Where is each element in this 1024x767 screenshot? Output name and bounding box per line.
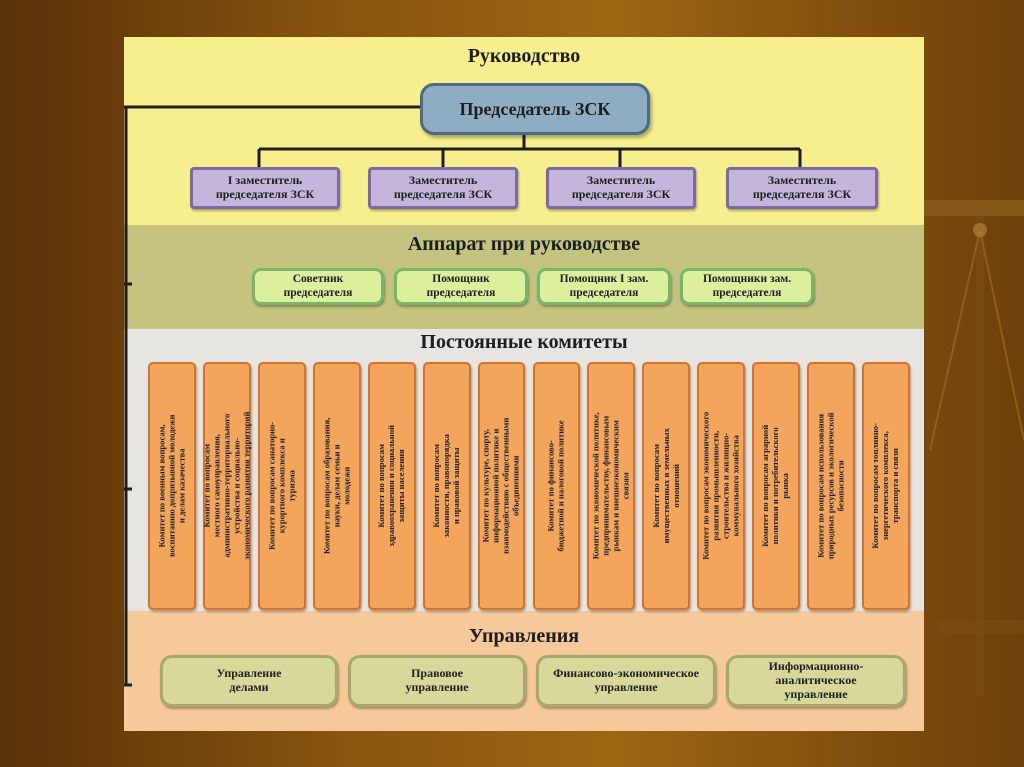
deputy-line1: I заместитель [227, 173, 303, 188]
committee-label: Комитет по военным вопросам,воспитанию д… [156, 414, 187, 558]
committee-box: Комитет по экономической политике,предпр… [587, 362, 636, 610]
department-line3: управление [784, 686, 848, 701]
committee-label: Комитет по культуре, спорту,информационн… [481, 418, 522, 554]
committee-box: Комитет по военным вопросам,воспитанию д… [148, 362, 196, 610]
section-title-departments: Управления [468, 625, 580, 647]
committee-box: Комитет по финансово-бюджетной и налогов… [532, 362, 581, 610]
committee-label-line: бюджетной и налоговой политике [555, 420, 566, 552]
committee-label-line: курортного комплекса и [275, 438, 286, 534]
department-line2: управление [405, 680, 469, 694]
committee-label-line: безопасности [835, 460, 846, 512]
committee-label-line: транспорта и связи [889, 448, 900, 524]
department-line1: Управление [216, 666, 282, 681]
apparatus-line2: председателя [712, 286, 782, 299]
deputy-line1: Заместитель [408, 173, 478, 188]
committee-label-line: и правовой защиты [450, 447, 461, 525]
connector-lines [124, 105, 802, 687]
apparatus-box: Помощники зам.председателя [680, 268, 814, 305]
deputy-line1: Заместитель [586, 173, 656, 188]
committee-label-line: устройства и социально- [230, 437, 241, 535]
department-line1: Правовое [411, 666, 463, 681]
committee-label-line: административно-территориального [220, 414, 231, 558]
committee-label-line: объединениями [510, 455, 521, 517]
deputy-line1: Заместитель [767, 173, 837, 188]
committee-label-line: рынка [780, 473, 791, 499]
committee-box: Комитет по вопросам санаторно-курортного… [257, 362, 306, 610]
committee-box: Комитет по вопросам топливно-энергетичес… [862, 362, 910, 610]
committee-label-line: воспитанию допризывной молодежи [166, 414, 177, 558]
committee-label: Комитет по вопросам санаторно-курортного… [266, 422, 297, 550]
org-chart: Руководство Аппарат при руководстве Пост… [124, 37, 924, 731]
apparatus-line1: Помощник I зам. [559, 273, 649, 286]
committee-box: Комитет по культуре, спорту,информационн… [477, 362, 526, 610]
apparatus-line1: Помощники зам. [702, 273, 792, 286]
apparatus-line2: председателя [283, 286, 353, 299]
committee-label-line: защиты населения [395, 449, 406, 523]
committee-box: Комитет по вопросам образования,науки, д… [312, 362, 361, 610]
committee-label-line: и делам казачества [175, 448, 186, 524]
deputy-line2: председателя ЗСК [393, 187, 493, 201]
scales-decoration [920, 200, 1024, 696]
apparatus-line1: Советник [292, 273, 344, 286]
committee-label-line: Комитет по вопросам образования, [320, 417, 331, 555]
apparatus-line2: председателя [569, 286, 639, 299]
section-title-committees: Постоянные комитеты [420, 331, 628, 353]
committee-label-line: туризма [285, 470, 296, 502]
committee-label-line: отношений [670, 464, 681, 508]
department-line1: Информационно- [768, 659, 864, 674]
apparatus-line2: председателя [426, 286, 496, 299]
deputy-line2: председателя ЗСК [571, 187, 671, 201]
committee-label-line: коммунального хозяйства [730, 435, 741, 537]
apparatus-box: Помощник I зам.председателя [537, 268, 671, 305]
committee-label-line: местного самоуправления, [211, 434, 222, 538]
apparatus-line1: Помощник [432, 273, 490, 286]
committee-label: Комитет по экономической политике,предпр… [591, 413, 632, 560]
deputy-line2: председателя ЗСК [215, 187, 315, 201]
committee-label-line: науки, делам семьи и [330, 444, 341, 528]
section-title-leadership: Руководство [467, 45, 581, 67]
chairman-box: Председатель ЗСК [420, 83, 650, 135]
department-line1: Финансово-экономическое [553, 666, 699, 681]
department-line2: управление [594, 680, 658, 694]
department-line2: делами [229, 680, 269, 694]
committee-label-line: экономического развития территорий [240, 411, 251, 561]
committee-label: Комитет по финансово-бюджетной и налогов… [546, 420, 567, 552]
deputy-line2: председателя ЗСК [752, 187, 852, 201]
section-title-apparatus: Аппарат при руководстве [407, 233, 641, 255]
committee-label-line: имущественных и земельных [660, 428, 671, 544]
committee-label: Комитет по вопросам топливно-энергетичес… [870, 423, 901, 549]
committee-label: Комитет по вопросам образования,науки, д… [320, 417, 352, 555]
department-line2: аналитическое [775, 673, 857, 688]
committee-label-line: молодежи [340, 466, 351, 506]
committee-label-line: связям [620, 472, 631, 500]
